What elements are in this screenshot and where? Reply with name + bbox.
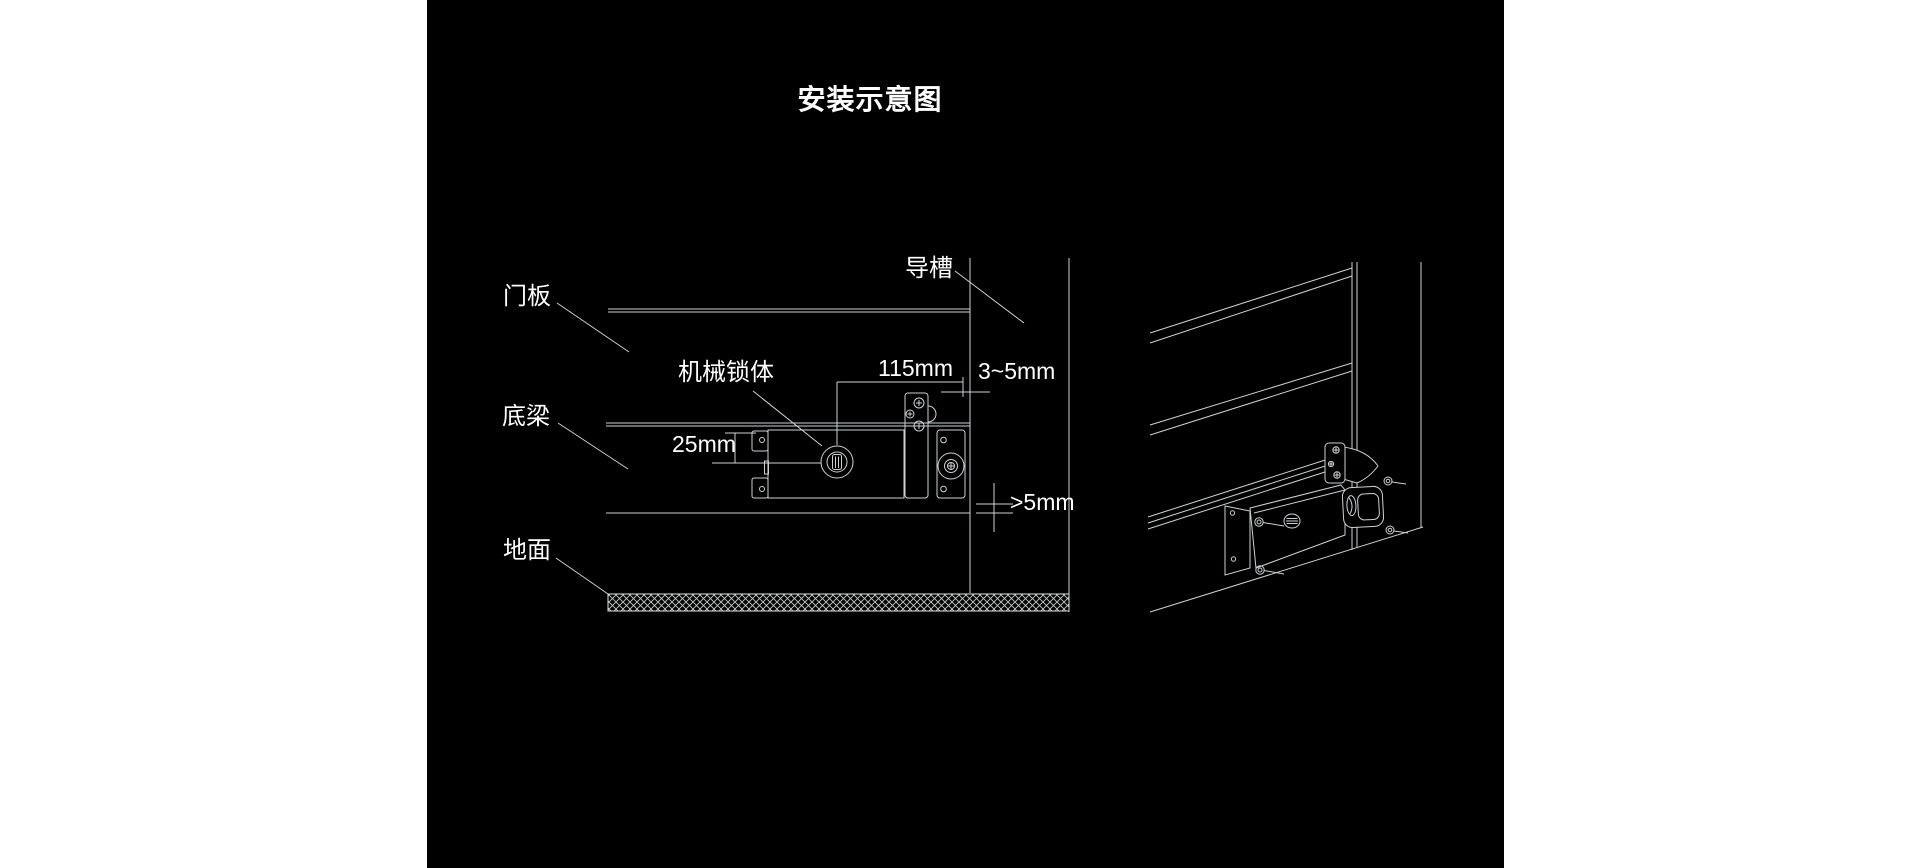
diagram-canvas: 安装示意图 [427, 0, 1504, 868]
leader-guide-channel [954, 270, 1025, 324]
label-bottom-beam: 底梁 [502, 403, 550, 430]
lock-left-latch [764, 460, 769, 475]
label-door-panel: 门板 [503, 283, 551, 310]
dimension-gt5mm-lines [976, 483, 1013, 532]
end-plate [936, 429, 966, 499]
leader-mechanical-lock [752, 390, 823, 447]
left-diagram-section-view [555, 258, 1070, 612]
lock-body-3d [1249, 484, 1346, 569]
label-guide-channel: 导槽 [905, 255, 953, 282]
leader-door-panel [556, 302, 630, 353]
mechanical-lock-2d [751, 392, 966, 499]
label-ground: 地面 [503, 537, 551, 564]
screws-3d [1254, 476, 1409, 575]
door-panel-bottom-lines [608, 308, 970, 313]
mount-hole-top [759, 437, 765, 443]
lock-logo [1283, 513, 1301, 529]
hook-fin [1342, 446, 1379, 484]
roller-outer [937, 452, 965, 480]
mount-hole-bottom [759, 486, 765, 492]
door-slat-lines [1147, 267, 1353, 530]
keyhole-icon [820, 445, 854, 479]
dimension-25mm-lines [712, 432, 821, 464]
mount-tab-top [751, 430, 769, 452]
leader-ground [555, 557, 609, 595]
right-diagram-perspective-view [1147, 262, 1424, 613]
ground-hatch [607, 593, 1070, 612]
dimension-115mm-label: 115mm [878, 355, 953, 381]
dimension-25mm-label: 25mm [672, 431, 736, 457]
floor-edge-line [1149, 526, 1424, 613]
hook-slot [1346, 495, 1357, 517]
hook-bracket-3d [1324, 442, 1379, 484]
leader-bottom-beam [557, 422, 629, 470]
hook-plate [904, 392, 937, 499]
u-hook-3d [1341, 485, 1385, 529]
dimension-gt5mm-label: >5mm [1010, 489, 1075, 515]
label-mechanical-lock: 机械锁体 [678, 359, 774, 386]
installation-line-art [555, 258, 1424, 613]
dimension-3-5mm-label: 3~5mm [978, 358, 1056, 384]
dimension-115mm-lines [836, 377, 964, 445]
page-title: 安装示意图 [797, 84, 943, 115]
mount-tab-bottom [751, 477, 769, 499]
mount-bracket-3d [1224, 505, 1251, 576]
bottom-beam-top-lines [606, 422, 970, 427]
guide-channel-lines [969, 258, 1070, 612]
